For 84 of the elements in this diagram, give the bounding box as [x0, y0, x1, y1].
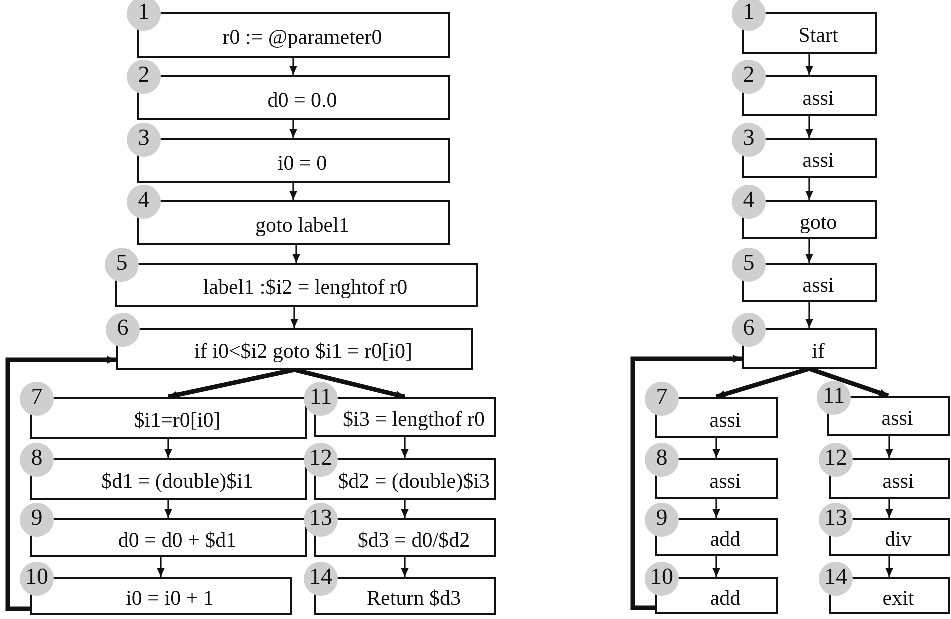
arrow: [716, 366, 810, 400]
statement-text: exit: [882, 586, 914, 610]
statement-text: i0 = i0 + 1: [126, 586, 214, 610]
statement-text: assi: [710, 408, 742, 432]
arrow: [806, 239, 814, 263]
step-number: 12: [304, 443, 338, 477]
arrow: [712, 438, 720, 458]
statement-text: $d2 = (double)$i3: [338, 469, 490, 493]
step-number: 10: [645, 562, 679, 596]
arrow: [157, 557, 165, 577]
arrow: [164, 500, 172, 518]
statement-text: assi: [802, 148, 834, 172]
arrow: [712, 499, 720, 518]
step-number: 3: [127, 123, 161, 157]
step-number: 7: [645, 382, 679, 416]
arrow: [630, 355, 742, 610]
step-number: 3: [732, 123, 766, 157]
step-number: 1: [127, 0, 161, 31]
arrow: [806, 116, 814, 138]
step-number: 4: [127, 185, 161, 219]
arrow: [294, 368, 406, 400]
arrow: [401, 437, 409, 458]
step-number: 14: [304, 562, 338, 596]
arrow: [290, 58, 298, 75]
arrow: [164, 439, 172, 458]
arrow: [886, 556, 894, 577]
step-number: 2: [732, 60, 766, 94]
step-number: 5: [105, 248, 139, 282]
statement-text: add: [710, 586, 741, 610]
statement-text: $d3 = d0/$d2: [358, 528, 470, 552]
arrow: [401, 557, 409, 577]
arrow: [168, 368, 295, 400]
statement-text: Start: [798, 23, 838, 47]
statement-text: Return $d3: [367, 586, 461, 610]
step-number: 4: [732, 185, 766, 219]
step-number: 10: [20, 562, 54, 596]
step-number: 2: [127, 60, 161, 94]
step-number: 9: [20, 503, 54, 537]
statement-text: i0 = 0: [278, 150, 328, 174]
arrow: [886, 436, 894, 458]
statement-text: assi: [802, 272, 834, 296]
step-number: 1: [732, 0, 766, 31]
arrow: [808, 366, 890, 398]
step-number: 8: [20, 443, 54, 477]
arrow: [401, 500, 409, 518]
statement-text: d0 = 0.0: [268, 88, 338, 112]
step-number: 8: [645, 443, 679, 477]
step-number: 5: [732, 248, 766, 282]
statement-text: $d1 = (double)$i1: [102, 469, 254, 493]
arrow: [290, 307, 298, 328]
statement-text: goto label1: [256, 212, 350, 236]
step-number: 6: [732, 313, 766, 347]
arrow: [292, 245, 300, 263]
arrow: [712, 556, 720, 577]
step-number: 6: [106, 313, 140, 347]
arrow: [290, 183, 298, 200]
arrow: [886, 499, 894, 518]
statement-text: label1 :$i2 = lenghtof r0: [203, 275, 408, 299]
arrow: [806, 178, 814, 200]
statement-text: assi: [802, 86, 834, 110]
statement-text: if: [812, 338, 825, 362]
arrow: [806, 54, 814, 75]
statement-text: d0 = d0 + $d1: [118, 528, 237, 552]
arrow: [806, 302, 814, 328]
statement-text: assi: [882, 468, 914, 492]
statement-text: r0 := @parameter0: [222, 25, 382, 49]
step-number: 14: [819, 562, 853, 596]
statement-text: goto: [800, 210, 838, 234]
statement-text: if i0<$i2 goto $i1 = r0[i0]: [194, 339, 412, 363]
statement-text: assi: [710, 468, 742, 492]
statement-text: $i1=r0[i0]: [134, 408, 221, 432]
arrow: [6, 356, 116, 612]
statement-text: $i3 = lengthof r0: [343, 407, 485, 431]
step-number: 13: [304, 503, 338, 537]
step-number: 11: [817, 381, 851, 415]
step-number: 11: [304, 382, 338, 416]
arrow: [290, 120, 298, 138]
statement-text: assi: [882, 406, 914, 430]
step-number: 13: [819, 503, 853, 537]
step-number: 7: [20, 382, 54, 416]
statement-text: div: [885, 527, 912, 551]
statement-text: add: [710, 527, 741, 551]
step-number: 9: [645, 503, 679, 537]
step-number: 12: [819, 443, 853, 477]
